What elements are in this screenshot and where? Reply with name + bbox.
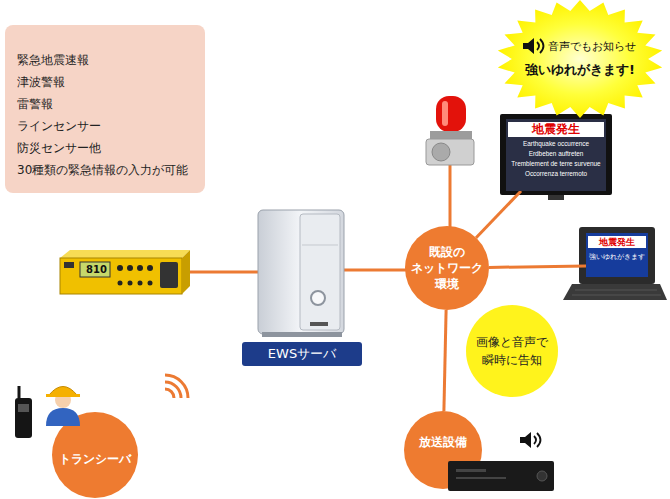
text-area: トランシーバ bbox=[53, 451, 137, 467]
circle-text: 放送設備 bbox=[408, 434, 478, 450]
circle-shape bbox=[404, 411, 482, 489]
input-item: ラインセンサー bbox=[17, 115, 195, 137]
screen-text: Earthquake occurrence bbox=[508, 139, 604, 149]
laptop-screen: 地震発生強いゆれがきます bbox=[586, 233, 648, 277]
speaker-icon bbox=[520, 432, 541, 448]
screen-text: 強いゆれがきます bbox=[588, 252, 646, 262]
alert-text: 音声でもお知らせ bbox=[548, 39, 636, 54]
text-area: EWSサーバ bbox=[242, 342, 362, 366]
network-hub-circle: 既設の ネットワーク 環境 bbox=[405, 226, 489, 310]
tv-monitor-frame bbox=[500, 114, 612, 200]
tv-screen: 地震発生 Earthquake occurrenceErdbeben auftre… bbox=[506, 119, 606, 191]
lcd-readout: 810 bbox=[86, 263, 107, 276]
circle-text: 既設の ネットワーク 環境 bbox=[407, 244, 487, 292]
input-list-panel: 緊急地震速報津波警報雷警報ラインセンサー防災センサー他30種類の緊急情報の入力が… bbox=[5, 25, 205, 193]
input-item: 津波警報 bbox=[17, 71, 195, 93]
laptop-body bbox=[563, 227, 667, 300]
callout-text: 画像と音声で 瞬時に告知 bbox=[469, 333, 555, 369]
text-area: 既設の ネットワーク 環境 bbox=[407, 244, 487, 292]
alert-text: 強いゆれがきます! bbox=[525, 61, 635, 79]
screen-text: 地震発生 bbox=[588, 236, 646, 248]
alert-starburst: 音声でもお知らせ強いゆれがきます! bbox=[497, 0, 663, 118]
text-area: 緊急地震速報津波警報雷警報ラインセンサー防災センサー他30種類の緊急情報の入力が… bbox=[5, 25, 205, 189]
screen-text: 地震発生 bbox=[508, 122, 604, 137]
input-item: 30種類の緊急情報の入力が可能 bbox=[17, 159, 195, 181]
text-area: 地震発生強いゆれがきます bbox=[586, 233, 648, 265]
text-area: 地震発生 Earthquake occurrenceErdbeben auftre… bbox=[506, 119, 606, 182]
circle-shape bbox=[466, 305, 558, 397]
starburst-shape bbox=[497, 0, 663, 118]
network-link bbox=[489, 266, 586, 267]
network-link bbox=[476, 191, 521, 238]
network-link bbox=[444, 310, 446, 411]
callout-circle: 画像と音声で 瞬時に告知 bbox=[466, 305, 558, 397]
text-area: 放送設備 bbox=[408, 434, 478, 450]
ews-server-tower bbox=[258, 210, 344, 337]
input-item: 緊急地震速報 bbox=[17, 49, 195, 71]
screen-text: Tremblement de terre survenue bbox=[508, 159, 604, 169]
input-item: 防災センサー他 bbox=[17, 137, 195, 159]
radio-waves bbox=[165, 375, 188, 398]
text-area: 画像と音声で 瞬時に告知 bbox=[469, 333, 555, 369]
broadcast-circle: 放送設備 bbox=[404, 411, 482, 489]
alarm-receiver-unit bbox=[60, 250, 190, 294]
rotating-warning-light bbox=[426, 96, 474, 165]
transceiver-circle: トランシーバ bbox=[52, 412, 138, 498]
server-label: EWSサーバ bbox=[242, 342, 362, 366]
screen-text: Erdbeben auftreten bbox=[508, 149, 604, 159]
text-area: 音声でもお知らせ強いゆれがきます! bbox=[524, 39, 636, 79]
server-name: EWSサーバ bbox=[242, 342, 362, 366]
input-item: 雷警報 bbox=[17, 93, 195, 115]
screen-text: Occorrenza terremoto bbox=[508, 169, 604, 179]
circle-text: トランシーバ bbox=[53, 451, 137, 467]
